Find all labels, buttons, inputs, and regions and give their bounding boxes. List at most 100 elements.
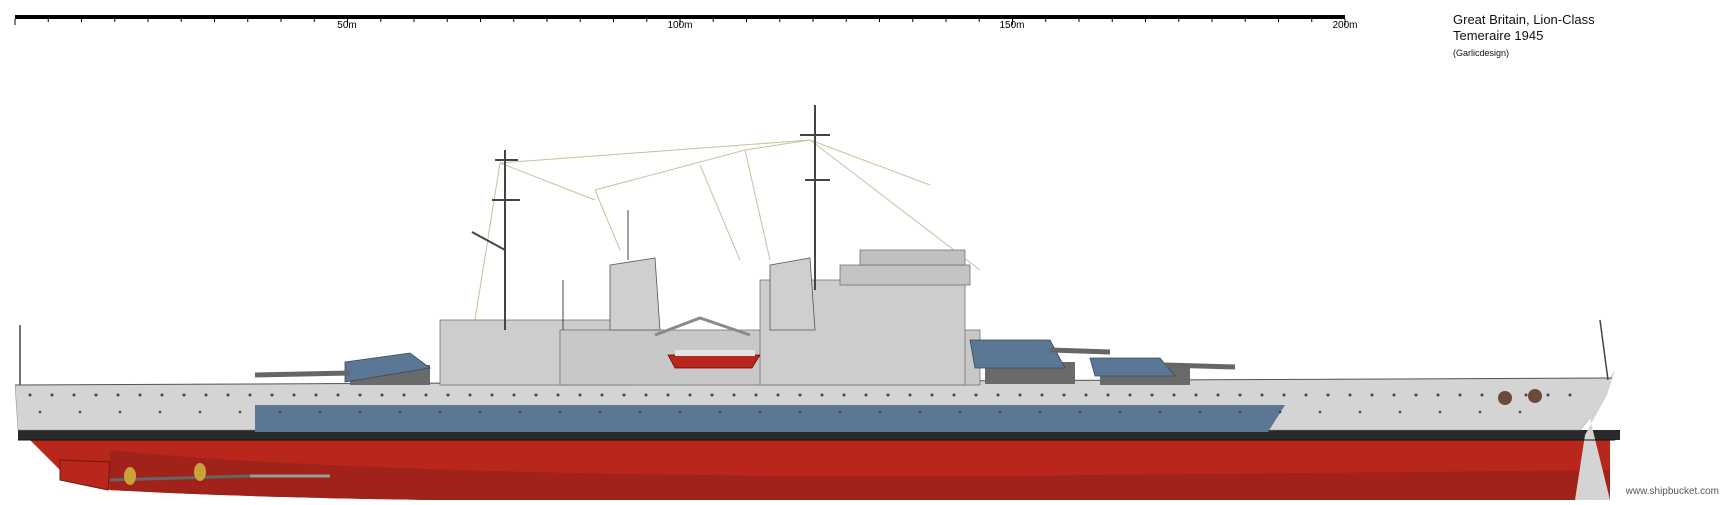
porthole: [72, 393, 76, 397]
porthole: [1118, 410, 1122, 414]
porthole: [468, 393, 472, 397]
scale-label-150m: 150m: [999, 20, 1025, 31]
title-ship-year: Temeraire 1945: [1453, 28, 1544, 43]
propellers: [109, 463, 330, 485]
porthole: [638, 410, 642, 414]
porthole: [798, 410, 802, 414]
porthole: [1370, 393, 1374, 397]
porthole: [1062, 393, 1066, 397]
porthole: [886, 393, 890, 397]
porthole: [358, 410, 362, 414]
turret-x: [254, 352, 431, 385]
porthole: [998, 410, 1002, 414]
porthole: [1318, 410, 1322, 414]
bridge-top: [839, 264, 971, 286]
title-nation-class: Great Britain, Lion-Class: [1453, 12, 1595, 27]
porthole: [438, 410, 442, 414]
porthole: [336, 393, 340, 397]
porthole: [666, 393, 670, 397]
scale-bar-graphic: [14, 15, 1346, 25]
porthole: [398, 410, 402, 414]
porthole: [1568, 393, 1572, 397]
porthole: [600, 393, 604, 397]
porthole: [204, 393, 208, 397]
turret-a: [1089, 357, 1236, 385]
porthole: [952, 393, 956, 397]
turret-b: [969, 339, 1111, 384]
porthole: [1348, 393, 1352, 397]
porthole: [1478, 410, 1482, 414]
porthole: [908, 393, 912, 397]
porthole: [226, 393, 230, 397]
porthole: [1546, 393, 1550, 397]
porthole: [1398, 410, 1402, 414]
porthole: [688, 393, 692, 397]
porthole: [78, 410, 82, 414]
porthole: [512, 393, 516, 397]
porthole: [710, 393, 714, 397]
main-turrets: [254, 339, 1236, 385]
porthole: [182, 393, 186, 397]
porthole: [1194, 393, 1198, 397]
scale-label-200m: 200m: [1332, 20, 1358, 31]
porthole: [1198, 410, 1202, 414]
porthole: [158, 410, 162, 414]
porthole: [138, 393, 142, 397]
porthole: [478, 410, 482, 414]
porthole: [1040, 393, 1044, 397]
porthole: [1084, 393, 1088, 397]
boat-cover: [675, 350, 755, 356]
lower-hull-shade: [110, 450, 1610, 500]
porthole: [1524, 393, 1528, 397]
ships-boat: [667, 354, 761, 369]
porthole: [556, 393, 560, 397]
porthole: [974, 393, 978, 397]
porthole: [842, 393, 846, 397]
porthole: [534, 393, 538, 397]
porthole: [930, 393, 934, 397]
boot-topping: [18, 430, 1620, 440]
porthole: [402, 393, 406, 397]
porthole: [1518, 410, 1522, 414]
porthole: [878, 410, 882, 414]
rigging-lines: [474, 139, 981, 321]
scale-ruler: 50m 100m 150m 200m: [0, 0, 1727, 40]
bridge-top-deck: [859, 249, 966, 266]
porthole: [1038, 410, 1042, 414]
porthole: [278, 410, 282, 414]
shipbucket-watermark: www.shipbucket.com: [1625, 486, 1719, 497]
porthole: [198, 410, 202, 414]
porthole: [758, 410, 762, 414]
porthole: [864, 393, 868, 397]
porthole: [958, 410, 962, 414]
porthole: [578, 393, 582, 397]
hull-camo-blue: [255, 405, 1285, 432]
porthole: [358, 393, 362, 397]
porthole: [116, 393, 120, 397]
porthole: [754, 393, 758, 397]
porthole: [1304, 393, 1308, 397]
aircraft-crane: [654, 316, 751, 337]
porthole: [1128, 393, 1132, 397]
porthole: [160, 393, 164, 397]
porthole: [1278, 410, 1282, 414]
porthole: [1158, 410, 1162, 414]
porthole: [94, 393, 98, 397]
scale-label-50m: 50m: [337, 20, 357, 31]
porthole: [380, 393, 384, 397]
porthole: [838, 410, 842, 414]
porthole: [314, 393, 318, 397]
porthole: [798, 393, 802, 397]
title-block: Great Britain, Lion-Class Temeraire 1945…: [1453, 12, 1595, 61]
porthole: [318, 410, 322, 414]
porthole: [38, 410, 42, 414]
masts: [19, 105, 1609, 385]
superstructure: [439, 249, 981, 386]
porthole: [558, 410, 562, 414]
porthole: [1106, 393, 1110, 397]
scale-label-100m: 100m: [667, 20, 693, 31]
porthole: [1436, 393, 1440, 397]
porthole: [50, 393, 54, 397]
porthole: [1238, 393, 1242, 397]
